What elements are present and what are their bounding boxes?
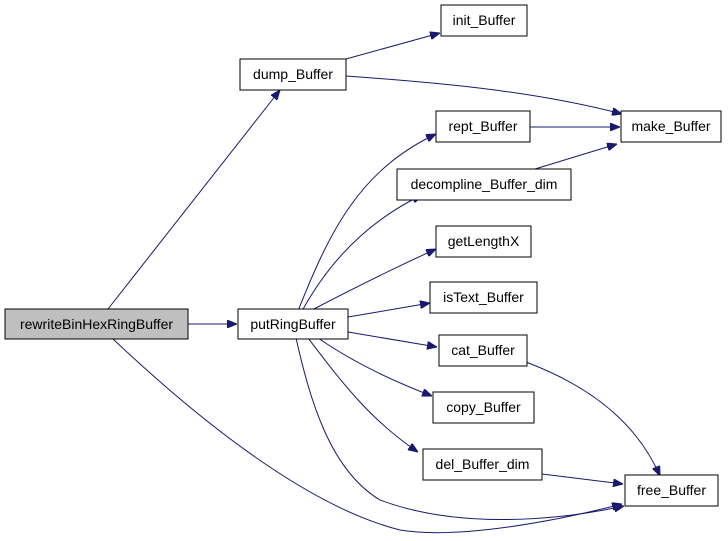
- node-copy-buffer[interactable]: copy_Buffer: [432, 391, 535, 424]
- edge-put-rept: [297, 134, 436, 312]
- node-getlengthx[interactable]: getLengthX: [435, 225, 532, 258]
- edge-put-cat: [347, 331, 437, 347]
- node-make-buffer[interactable]: make_Buffer: [620, 110, 722, 143]
- node-label: del_Buffer_dim: [436, 456, 530, 472]
- edge-put-getlen: [309, 249, 436, 312]
- node-rewritebinhexringbuffer[interactable]: rewriteBinHexRingBuffer: [4, 308, 189, 340]
- node-label: isText_Buffer: [443, 289, 524, 305]
- node-label: free_Buffer: [637, 482, 706, 498]
- edge-put-istext: [347, 303, 430, 318]
- node-free-buffer[interactable]: free_Buffer: [624, 474, 719, 507]
- node-label: copy_Buffer: [446, 399, 521, 415]
- node-decompline-buffer-dim[interactable]: decompline_Buffer_dim: [396, 168, 572, 201]
- edge-put-del: [307, 337, 418, 452]
- edge-dump-init: [345, 33, 440, 60]
- edge-cat-free: [525, 361, 660, 476]
- edge-root-free: [112, 338, 622, 534]
- node-cat-buffer[interactable]: cat_Buffer: [438, 334, 528, 367]
- node-label: getLengthX: [448, 233, 520, 249]
- edge-put-copy: [317, 337, 432, 396]
- edges: [107, 33, 660, 534]
- node-label: cat_Buffer: [451, 342, 515, 358]
- node-rept-buffer[interactable]: rept_Buffer: [435, 110, 531, 143]
- edge-del-free: [541, 473, 623, 484]
- node-del-buffer-dim[interactable]: del_Buffer_dim: [422, 448, 543, 481]
- node-init-buffer[interactable]: init_Buffer: [440, 4, 528, 37]
- node-label: rept_Buffer: [448, 118, 517, 134]
- node-label: decompline_Buffer_dim: [411, 176, 558, 192]
- node-label: rewriteBinHexRingBuffer: [20, 316, 173, 332]
- edge-root-dump: [107, 90, 280, 310]
- edge-decomp-make: [534, 144, 617, 170]
- edge-put-decomp: [301, 195, 422, 312]
- node-label: make_Buffer: [631, 118, 710, 134]
- node-istext-buffer[interactable]: isText_Buffer: [429, 281, 538, 314]
- node-putringbuffer[interactable]: putRingBuffer: [237, 308, 349, 340]
- node-dump-buffer[interactable]: dump_Buffer: [239, 58, 347, 91]
- node-label: putRingBuffer: [250, 316, 336, 332]
- edge-put-free: [295, 337, 624, 520]
- node-label: dump_Buffer: [253, 66, 333, 82]
- edge-dump-make: [345, 75, 622, 114]
- node-label: init_Buffer: [453, 12, 516, 28]
